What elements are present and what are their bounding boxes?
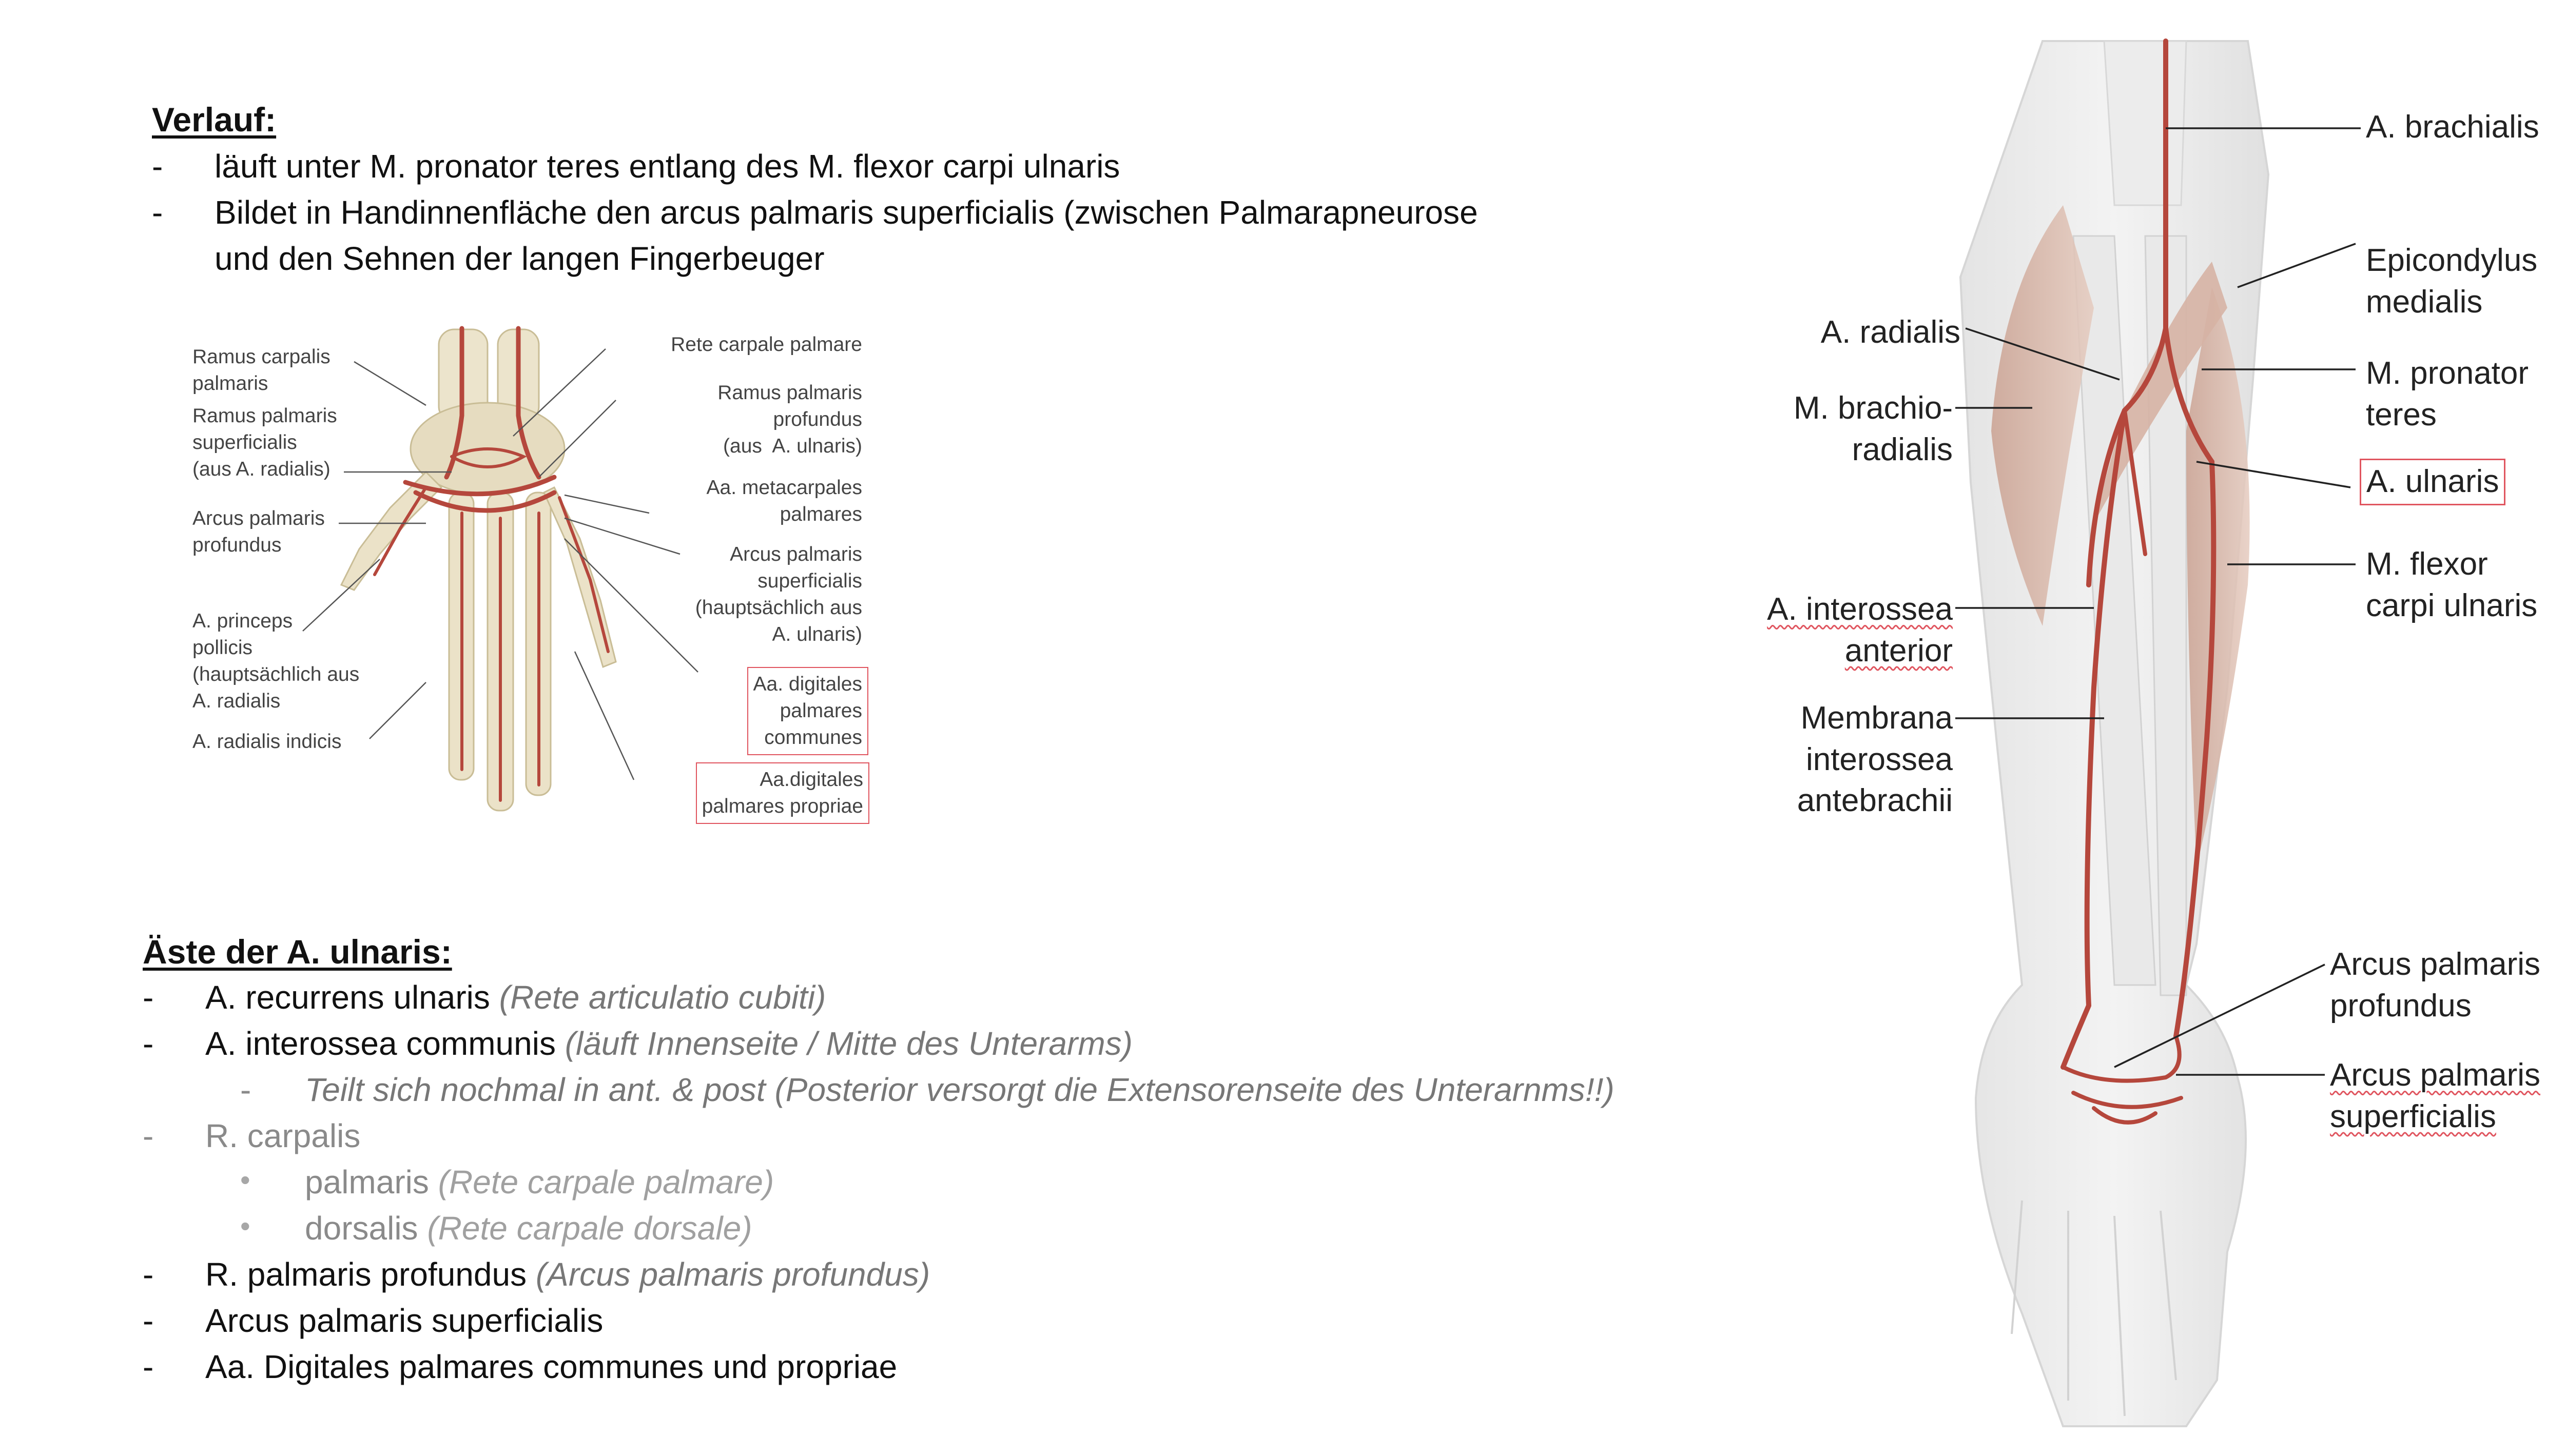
hand-label-ramus-carpalis-palmaris: Ramus carpalis palmaris (192, 346, 331, 395)
hand-label-ramus-palmaris-profundus: Ramus palmaris profundus (aus A. ulnaris… (717, 382, 862, 457)
branch-subitem: • dorsalis (Rete carpale dorsale) (240, 1210, 1780, 1251)
arm-label-m-flexor-carpi-ulnaris: M. flexor carpi ulnaris (2366, 546, 2538, 623)
hand-illustration (302, 326, 698, 812)
dash: - (143, 1302, 154, 1339)
arm-diagram: A. brachialis Epicondylus medialis M. pr… (1735, 21, 2566, 1447)
branch-note: (Rete articulatio cubiti) (499, 979, 826, 1016)
arm-label-a-brachialis: A. brachialis (2366, 109, 2539, 145)
branch-note: Teilt sich nochmal in ant. & post (Poste… (305, 1071, 1615, 1108)
hand-label-arcus-palmaris-superficialis: Arcus palmaris superficialis (hauptsächl… (695, 543, 862, 645)
dash: - (240, 1071, 251, 1108)
dash: - (152, 148, 163, 185)
arm-label-a-interossea-anterior: A. interossea anterior (1767, 592, 1953, 668)
branch-subitem: - Teilt sich nochmal in ant. & post (Pos… (240, 1071, 1780, 1112)
hand-label-aa-digitales-palmares-propriae: Aa.digitales palmares propriae (695, 762, 869, 824)
verlauf-item: - Bildet in Handinnenfläche den arcus pa… (152, 194, 1692, 235)
verlauf-heading: Verlauf: (152, 101, 277, 139)
hand-label-a-princeps-pollicis: A. princeps pollicis (hauptsächlich aus … (192, 610, 360, 712)
dash: - (143, 979, 154, 1016)
branch-name: Aa. Digitales palmares communes und prop… (205, 1348, 898, 1385)
dash: - (143, 1117, 154, 1154)
hand-label-aa-digitales-palmares-communes: Aa. digitales palmares communes (747, 667, 868, 755)
arm-label-m-pronator-teres: M. pronator teres (2366, 356, 2529, 432)
dash: - (152, 194, 163, 231)
hand-label-aa-metacarpales-palmares: Aa. metacarpales palmares (706, 477, 863, 525)
branch-subitem: • palmaris (Rete carpale palmare) (240, 1164, 1780, 1205)
branch-name: palmaris (305, 1164, 438, 1201)
hand-label-a-radialis-indicis: A. radialis indicis (192, 731, 342, 753)
arm-label-membrana-interossea-antebrachii: Membrana interossea antebrachii (1797, 700, 1953, 819)
arm-label-a-ulnaris: A. ulnaris (2360, 459, 2506, 505)
hand-label-rete-carpale-palmare: Rete carpale palmare (671, 333, 862, 356)
hand-label-ramus-palmaris-superficialis: Ramus palmaris superficialis (aus A. rad… (192, 405, 337, 480)
branch-name: A. recurrens ulnaris (205, 979, 499, 1016)
bullet: • (240, 1210, 250, 1242)
arm-label-a-radialis: A. radialis (1820, 314, 1960, 350)
arm-label-m-brachioradialis: M. brachio- radialis (1793, 390, 1953, 467)
arm-label-arcus-palmaris-superficialis: Arcus palmaris superficialis (2330, 1057, 2540, 1134)
hand-label-arcus-palmaris-profundus: Arcus palmaris profundus (192, 507, 325, 556)
branch-name: A. interossea communis (205, 1025, 565, 1062)
branch-note: (läuft Innenseite / Mitte des Unterarms) (565, 1025, 1133, 1062)
verlauf-item-continued: und den Sehnen der langen Fingerbeuger (215, 240, 825, 277)
branch-name: R. palmaris profundus (205, 1256, 536, 1293)
dash: - (143, 1348, 154, 1385)
branch-name: R. carpalis (205, 1117, 361, 1154)
branch-note: (Arcus palmaris profundus) (535, 1256, 930, 1293)
aeste-heading: Äste der A. ulnaris: (143, 933, 452, 971)
dash: - (143, 1025, 154, 1062)
branch-note: (Rete carpale dorsale) (427, 1210, 752, 1247)
bullet: • (240, 1164, 250, 1196)
verlauf-item: - läuft unter M. pronator teres entlang … (152, 148, 1692, 189)
branch-name: dorsalis (305, 1210, 427, 1247)
branch-item: - R. palmaris profundus (Arcus palmaris … (143, 1256, 1785, 1297)
branch-item: - Aa. Digitales palmares communes und pr… (143, 1348, 1785, 1389)
arm-label-arcus-palmaris-profundus: Arcus palmaris profundus (2330, 947, 2540, 1024)
verlauf-item-text: Bildet in Handinnenfläche den arcus palm… (215, 194, 1478, 231)
branch-item: - A. interossea communis (läuft Innensei… (143, 1025, 1785, 1066)
arm-label-epicondylus-medialis: Epicondylus medialis (2366, 243, 2538, 320)
hand-diagram: Ramus carpalis palmaris Ramus palmaris s… (185, 323, 869, 831)
branch-item: - A. recurrens ulnaris (Rete articulatio… (143, 979, 1785, 1020)
forearm-illustration (1955, 38, 2361, 1427)
verlauf-item-text: läuft unter M. pronator teres entlang de… (215, 148, 1120, 185)
dash: - (143, 1256, 154, 1293)
branch-note: (Rete carpale palmare) (438, 1164, 774, 1201)
branch-name: Arcus palmaris superficialis (205, 1302, 604, 1339)
branch-item: - R. carpalis (143, 1117, 1682, 1158)
branch-item: - Arcus palmaris superficialis (143, 1302, 1785, 1343)
